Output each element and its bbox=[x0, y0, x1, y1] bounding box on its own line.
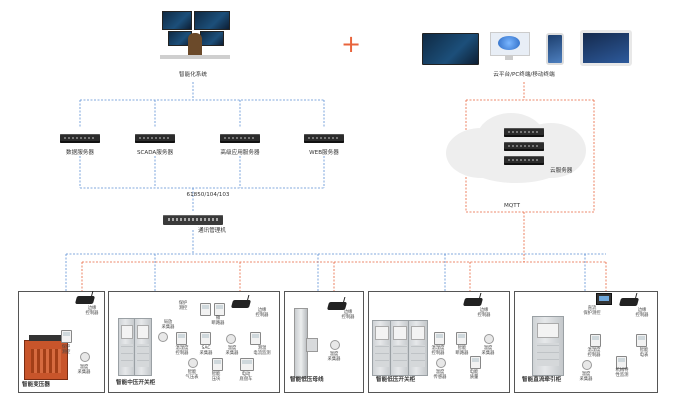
power-quality-icon-lv bbox=[470, 356, 481, 369]
lv-device-breaker: 智能 断路器 bbox=[455, 346, 469, 356]
lv-device-tempsensor: 温度 传感器 bbox=[433, 370, 447, 380]
dc-device-temp: 温度 采集器 bbox=[579, 372, 593, 382]
cloud-server-icon-3 bbox=[504, 156, 544, 165]
temp-sensor-icon-lv bbox=[436, 358, 446, 368]
temp-collector-icon-busway bbox=[330, 340, 340, 350]
lv-device-edge: 边缘 控制器 bbox=[477, 308, 491, 318]
dc-device-mech: 机械特 性监测 bbox=[615, 368, 629, 378]
edge-controller-icon-lv bbox=[462, 298, 484, 306]
lv-cabinet-image-1 bbox=[372, 320, 392, 376]
dc-cabinet-image bbox=[532, 316, 564, 376]
edge-controller-icon-transformer bbox=[74, 296, 96, 304]
data-server-label: 数据服务器 bbox=[66, 150, 94, 156]
cloud-server-icon-1 bbox=[504, 128, 544, 137]
lv-device-humidity: 温湿度 控制器 bbox=[431, 346, 445, 356]
smart-meter-icon-dc bbox=[636, 334, 647, 347]
lv-switchgear-title: 智能低压开关柜 bbox=[376, 377, 416, 383]
plus-sign: + bbox=[341, 30, 362, 58]
temp-current-icon-mv bbox=[250, 332, 261, 345]
transformer-image bbox=[24, 335, 68, 380]
cloud-platform-screen bbox=[422, 33, 479, 65]
edge-controller-icon-mv bbox=[230, 300, 252, 308]
cloud-server-label: 云服务器 bbox=[550, 168, 573, 174]
smart-system-label: 智能化系统 bbox=[179, 72, 207, 78]
edge-controller-icon-busway bbox=[326, 302, 348, 310]
micro-breaker-icon-mv bbox=[214, 303, 225, 316]
dc-device-protect: 直流 保护测控 bbox=[583, 306, 601, 316]
mechanical-monitor-icon-dc bbox=[616, 356, 627, 369]
transformer-device-temp: 温度 采集器 bbox=[77, 365, 91, 375]
lv-device-quality: 电能 质量 bbox=[469, 370, 479, 380]
smart-block-icon bbox=[212, 358, 223, 371]
transformer-device-protect: 保护 测控 bbox=[61, 345, 71, 355]
scada-server-label: SCADA服务器 bbox=[136, 150, 174, 156]
dc-protection-panel-icon bbox=[596, 293, 612, 305]
mv-device-protect: 保护 测控 bbox=[178, 301, 188, 311]
operator-figure bbox=[188, 33, 202, 59]
busway-plug-box bbox=[306, 338, 318, 352]
temp-collector-icon-dc bbox=[582, 360, 592, 370]
web-server-icon bbox=[304, 134, 344, 143]
lv-device-temp: 温度 采集器 bbox=[481, 346, 495, 356]
mqtt-label: MQTT bbox=[504, 203, 520, 209]
chassis-truck-icon bbox=[240, 358, 254, 371]
temp-collector-icon-mv bbox=[226, 334, 236, 344]
scada-server-icon bbox=[135, 134, 175, 143]
smart-breaker-icon-lv bbox=[456, 332, 467, 345]
dc-device-edge: 边缘 控制器 bbox=[635, 308, 649, 318]
mv-device-micro: 微 断路器 bbox=[211, 316, 225, 326]
lv-cabinet-image-2 bbox=[390, 320, 410, 376]
operator-workstation-image bbox=[160, 11, 230, 61]
busway-device-edge: 边缘 控制器 bbox=[341, 310, 355, 320]
comm-manager-label: 通讯管理机 bbox=[198, 228, 226, 234]
cloud-server-icon-2 bbox=[504, 142, 544, 151]
mv-device-chassis: 电动 底盘车 bbox=[239, 372, 253, 382]
mobile-terminal bbox=[546, 33, 564, 65]
gas-gauge-icon bbox=[188, 358, 198, 368]
comm-manager-icon bbox=[163, 215, 223, 225]
mv-device-block: 智能 压块 bbox=[211, 372, 221, 382]
mv-device-pd: 局放 采集器 bbox=[161, 320, 175, 330]
mv-cabinet-image-1 bbox=[118, 318, 136, 376]
cloud-terminals-label: 云平台/PC终端/移动终端 bbox=[493, 72, 555, 78]
temp-collector-icon-lv bbox=[484, 334, 494, 344]
dc-device-meter: 智能 电表 bbox=[639, 348, 649, 358]
mv-device-temp: 温度 采集器 bbox=[225, 346, 239, 356]
mv-device-sac: SAC 采集器 bbox=[199, 346, 213, 356]
sac-collector-icon bbox=[200, 332, 211, 345]
humidity-controller-icon-lv bbox=[434, 332, 445, 345]
protocol-label: 61850/104/103 bbox=[186, 192, 230, 198]
mv-device-humidity: 温湿度 控制器 bbox=[175, 346, 189, 356]
transformer-title: 智能变压器 bbox=[22, 382, 50, 388]
mv-device-gas: 智能 气压表 bbox=[185, 370, 199, 380]
transformer-device-edge: 边缘 控制器 bbox=[85, 306, 99, 316]
protection-meter-icon-transformer bbox=[61, 330, 72, 343]
mv-device-tempcurrent: 测温 电流监测 bbox=[253, 346, 271, 356]
web-server-label: WEB服务器 bbox=[309, 150, 339, 156]
pc-terminal bbox=[490, 32, 530, 64]
protection-meter-icon-mv bbox=[200, 303, 211, 316]
advanced-server-label: 高级应用服务器 bbox=[220, 150, 260, 156]
lv-cabinet-image-3 bbox=[408, 320, 428, 376]
pd-collector-icon bbox=[158, 332, 168, 342]
advanced-server-icon bbox=[220, 134, 260, 143]
mv-device-edge: 边缘 控制器 bbox=[255, 308, 269, 318]
busway-title: 智能低压母线 bbox=[290, 377, 324, 383]
humidity-controller-icon-dc bbox=[590, 334, 601, 347]
mv-switchgear-title: 智能中压开关柜 bbox=[116, 380, 156, 386]
temp-collector-icon-transformer bbox=[80, 352, 90, 362]
humidity-controller-icon-mv bbox=[176, 332, 187, 345]
dc-device-humidity: 温湿度 控制器 bbox=[587, 348, 601, 358]
mv-cabinet-image-2 bbox=[134, 318, 152, 376]
edge-controller-icon-dc bbox=[618, 298, 640, 306]
busway-device-temp: 温度 采集器 bbox=[327, 352, 341, 362]
tablet-terminal bbox=[580, 30, 632, 66]
data-server-icon bbox=[60, 134, 100, 143]
dc-traction-title: 智能直流牵引柜 bbox=[522, 377, 562, 383]
